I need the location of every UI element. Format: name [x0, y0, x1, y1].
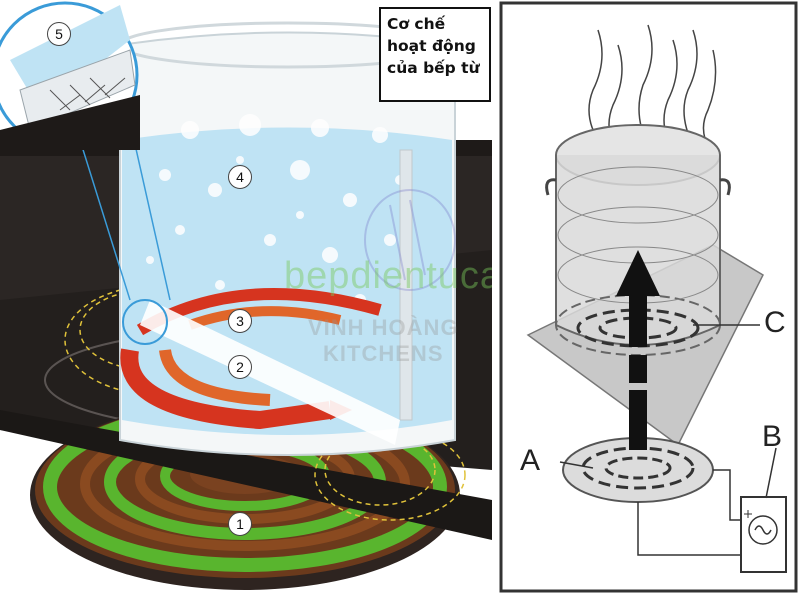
zoom-callout [0, 1, 171, 345]
label-c: C [764, 306, 786, 339]
leader-lines [559, 324, 777, 499]
watermark-logo [364, 189, 456, 291]
label-a: A [520, 444, 541, 477]
schematic-graphic [499, 1, 798, 593]
watermark-brand-line1: VINH HOÀNG [308, 315, 459, 340]
callout-1: 1 [228, 512, 252, 536]
title-line-2: hoạt động [387, 37, 476, 55]
circuit-wires [637, 469, 748, 556]
title-line-1: Cơ chế [387, 15, 446, 33]
label-b: B [762, 420, 783, 453]
induction-illustration: bepdientucaocap.vn VINH HOÀNG KITCHENS C… [0, 1, 492, 590]
title-line-3: của bếp từ [387, 59, 480, 77]
schematic-diagram: A B C [498, 0, 800, 600]
callout-5: 5 [47, 22, 71, 46]
water [122, 127, 452, 435]
watermark-brand: VINH HOÀNG KITCHENS [308, 315, 459, 367]
magnetic-field-arrow [616, 250, 660, 450]
zoom-target-circle [122, 299, 168, 345]
diagram-title-box: Cơ chế hoạt động của bếp từ [379, 7, 491, 102]
callout-3: 3 [228, 309, 252, 333]
watermark-url: bepdientucaocap.vn [284, 255, 492, 297]
watermark-brand-line2: KITCHENS [323, 341, 444, 366]
callout-4: 4 [228, 165, 252, 189]
ac-power-source [740, 496, 787, 573]
callout-2: 2 [228, 355, 252, 379]
illustration-graphic [0, 1, 492, 590]
